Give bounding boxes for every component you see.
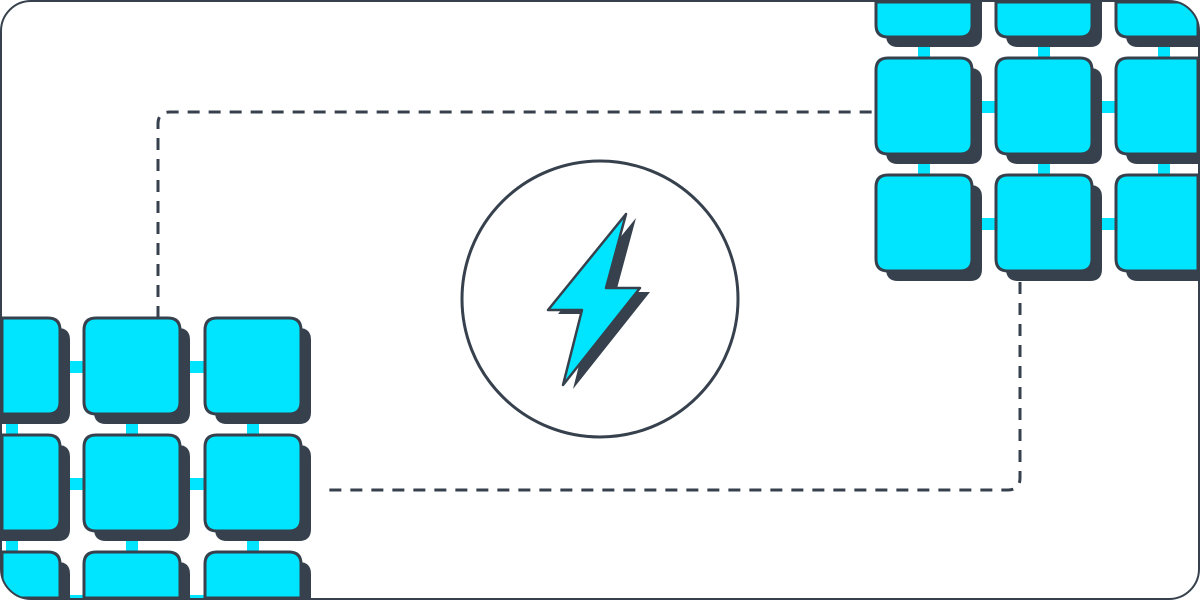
chip-tile (203, 433, 303, 533)
tile-grid-top-right (874, 1, 1199, 281)
dashed-connector-bottom (328, 282, 1022, 492)
chip-tile (994, 56, 1094, 156)
chip-tile (1, 433, 62, 533)
chip-tile (874, 56, 974, 156)
chip-tile (1114, 173, 1199, 273)
dashed-connector-top (156, 110, 876, 318)
chip-tile (874, 1, 974, 39)
chip-tile (994, 1, 1094, 39)
chip-tile (203, 316, 303, 416)
lightning-bolt-icon (546, 212, 650, 389)
chip-tile (994, 173, 1094, 273)
tile-grid-bottom-left (1, 316, 311, 599)
chip-tile (203, 550, 303, 599)
chip-tile (1114, 1, 1199, 39)
chip-tile (82, 550, 182, 599)
chip-tile (82, 433, 182, 533)
chip-tile (1114, 56, 1199, 156)
chip-tile (82, 316, 182, 416)
chip-tile (874, 173, 974, 273)
chip-tile (1, 316, 62, 416)
